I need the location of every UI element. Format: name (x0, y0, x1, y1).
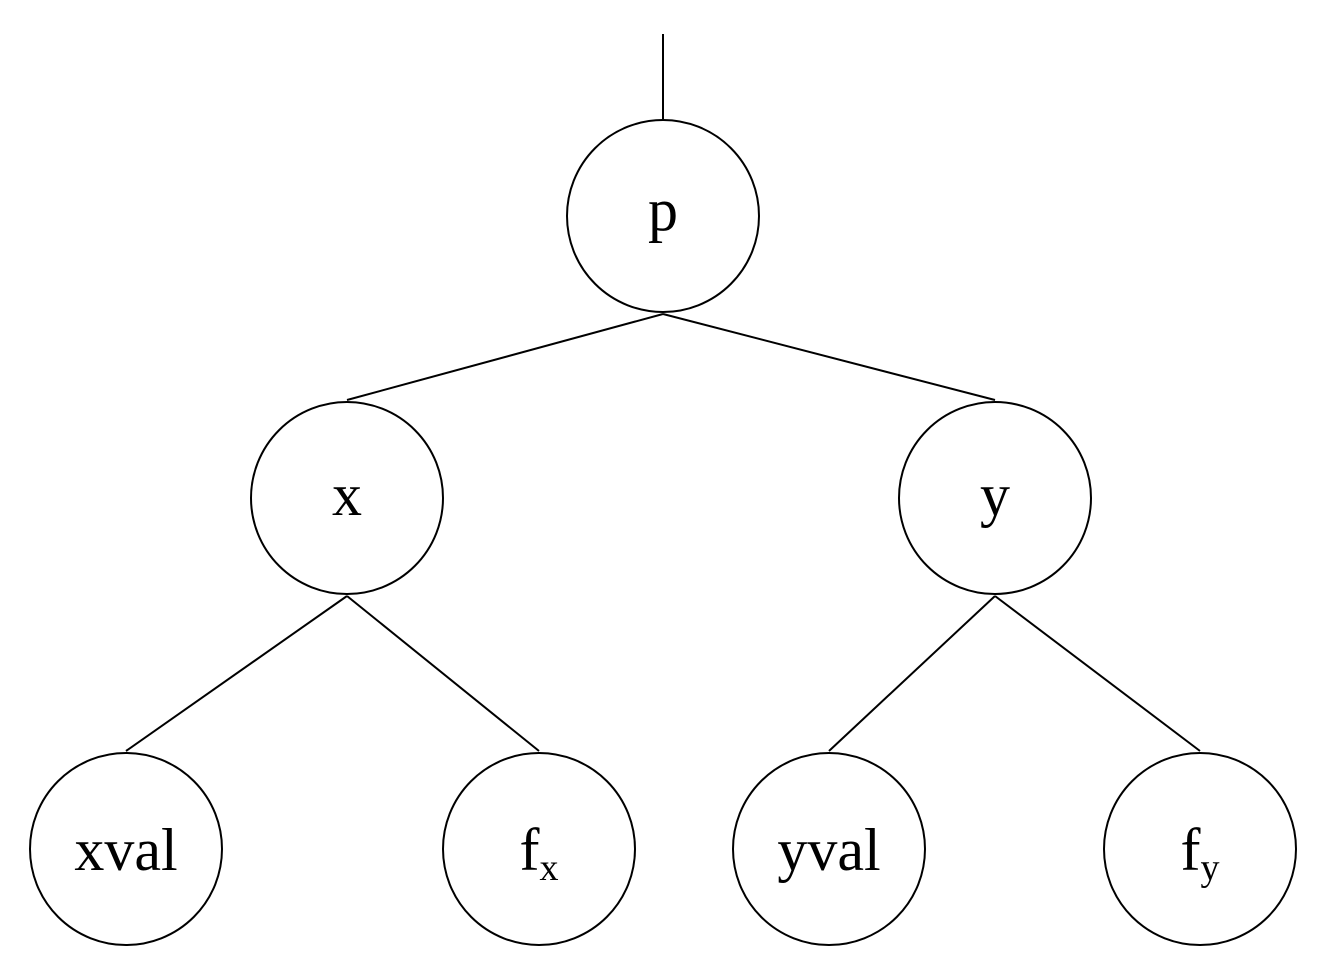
edge-y-fy (994, 595, 1201, 752)
node-xval-label: xval (74, 817, 177, 883)
node-yval: yval (732, 752, 926, 946)
edge-p-y (662, 313, 996, 401)
node-fy-circle (1103, 752, 1297, 946)
node-yval-circle (732, 752, 926, 946)
node-fy: fy (1103, 752, 1297, 946)
edge-x-xval (125, 595, 348, 752)
node-fx: fx (442, 752, 636, 946)
edge-x-fx (346, 595, 540, 752)
node-fy-main: f (1181, 817, 1201, 883)
node-xval: xval (29, 752, 223, 946)
node-x-label: x (332, 462, 362, 528)
node-fy-subscript: y (1200, 847, 1219, 889)
node-p-label: p (648, 177, 678, 243)
node-x-circle (250, 401, 444, 595)
node-y: y (898, 401, 1092, 595)
node-p: p (566, 119, 760, 313)
node-x: x (250, 401, 444, 595)
node-xval-circle (29, 752, 223, 946)
node-yval-label: yval (777, 817, 880, 883)
node-fx-main: f (520, 817, 540, 883)
edge-y-yval (828, 595, 996, 752)
node-y-circle (898, 401, 1092, 595)
edge-p-x (346, 313, 664, 401)
node-p-circle (566, 119, 760, 313)
node-fx-circle (442, 752, 636, 946)
node-fy-label: fy (1181, 817, 1220, 889)
node-fx-label: fx (520, 817, 559, 889)
node-fx-subscript: x (539, 847, 558, 889)
node-y-label: y (980, 462, 1010, 528)
